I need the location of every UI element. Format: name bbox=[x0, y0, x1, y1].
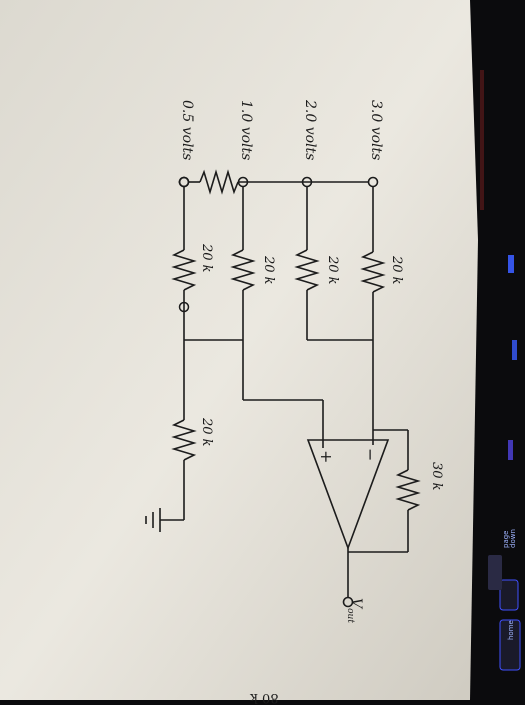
resistor-r2 bbox=[294, 249, 320, 291]
resistor-label-feedback: 30 k bbox=[429, 462, 444, 491]
terminal-2v-node bbox=[301, 176, 313, 188]
schematic-rotated bbox=[145, 176, 421, 608]
resistor-label-1: 20 k bbox=[389, 256, 404, 285]
label-2v: 2.0 volts bbox=[302, 100, 318, 161]
paper-sheet bbox=[0, 0, 478, 700]
resistor-ground bbox=[171, 419, 197, 461]
resistor-r1 bbox=[360, 251, 386, 293]
opamp-body bbox=[306, 439, 390, 551]
label-1v: 1.0 volts bbox=[238, 100, 254, 161]
label-05v: 0.5 volts bbox=[179, 100, 195, 161]
resistor-r3 bbox=[230, 249, 256, 291]
output-label-v: V bbox=[348, 598, 364, 609]
resistor-r4 bbox=[171, 249, 197, 291]
key-page-line2: down bbox=[509, 529, 517, 548]
key-home: home bbox=[507, 620, 515, 640]
keyboard-edge bbox=[480, 70, 521, 671]
terminal-1v-node bbox=[237, 176, 249, 188]
resistor-label-4: 20 k bbox=[199, 244, 214, 273]
resistor-label-3: 20 k bbox=[261, 256, 276, 285]
cutoff-text: 80 k bbox=[250, 690, 279, 705]
output-label: Vout bbox=[345, 598, 364, 623]
label-3v: 3.0 volts bbox=[368, 100, 384, 161]
resistor-label-ground: 20 k bbox=[199, 418, 214, 447]
key-page-down: page down bbox=[502, 529, 517, 548]
opamp-plus-sign: + bbox=[317, 450, 336, 464]
terminal-05v-node bbox=[178, 176, 190, 188]
output-label-sub: out bbox=[345, 608, 356, 623]
resistor-label-2: 20 k bbox=[325, 256, 340, 285]
output-terminal bbox=[342, 596, 354, 608]
terminal-3v-node bbox=[367, 176, 379, 188]
resistor-1 bbox=[199, 169, 239, 195]
opamp-minus-sign: − bbox=[361, 448, 380, 462]
resistor-feedback bbox=[395, 469, 421, 511]
